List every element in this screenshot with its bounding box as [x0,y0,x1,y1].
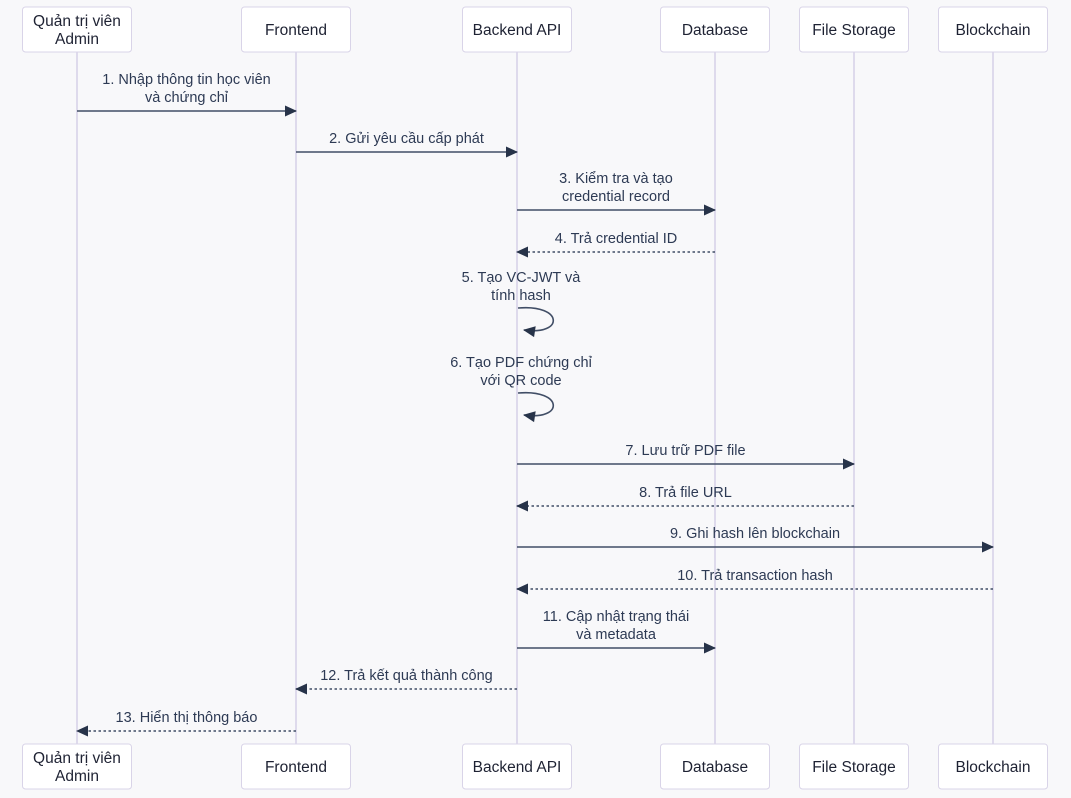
actor-label: Frontend [265,22,327,39]
message-12: 12. Trả kết quả thành công [295,668,517,695]
actor-blockchain-top: Blockchain [938,6,1048,53]
actor-label: File Storage [812,22,896,39]
message-2: 2. Gửi yêu cầu cấp phát [296,131,518,158]
actor-blockchain-bottom: Blockchain [938,743,1048,790]
message-8: 8. Trả file URL [516,485,854,512]
actor-box [938,743,1048,790]
message-3: 3. Kiểm tra và tạo credential record [517,171,716,216]
message-label: 13. Hiển thị thông báo [116,710,258,726]
self-loop-arrow [517,306,554,338]
message-label: 6. Tạo PDF chứng chỉ [450,355,592,371]
actor-database-top: Database [660,6,770,53]
actor-storage-bottom: File Storage [799,743,909,790]
message-label: 7. Lưu trữ PDF file [625,443,745,459]
message-1: 1. Nhập thông tin học viên và chứng chỉ [77,72,297,117]
message-11: 11. Cập nhật trạng thái và metadata [517,609,716,654]
message-7: 7. Lưu trữ PDF file [517,443,855,470]
message-label: 10. Trả transaction hash [677,568,833,584]
actor-box [660,743,770,790]
actor-box [462,6,572,53]
actor-box [799,743,909,790]
actor-box [938,6,1048,53]
actor-frontend-bottom: Frontend [241,743,351,790]
actor-label: Quản trị viên [33,750,121,767]
message-label: 4. Trả credential ID [555,231,678,247]
message-label: với QR code [480,373,561,389]
actor-storage-top: File Storage [799,6,909,53]
actor-frontend-top: Frontend [241,6,351,53]
message-4: 4. Trả credential ID [516,231,715,258]
message-label: credential record [562,189,670,205]
message-6: 6. Tạo PDF chứng chỉ với QR code [450,355,593,423]
actor-label: Database [682,22,748,39]
self-loop-arrow [517,391,554,423]
actor-box [799,6,909,53]
actor-backend-top: Backend API [462,6,572,53]
actor-label: Database [682,759,748,776]
message-10: 10. Trả transaction hash [516,568,993,595]
actor-box [660,6,770,53]
actor-box [241,743,351,790]
message-label: 8. Trả file URL [639,485,732,501]
message-label: 3. Kiểm tra và tạo [559,171,673,187]
actor-label: Frontend [265,759,327,776]
actor-box [462,743,572,790]
actor-label: Blockchain [956,759,1031,776]
actor-label: Backend API [473,759,562,776]
actor-label: File Storage [812,759,896,776]
message-9: 9. Ghi hash lên blockchain [517,526,994,553]
actor-label: Blockchain [956,22,1031,39]
message-label: 9. Ghi hash lên blockchain [670,526,840,542]
actor-box [22,743,132,790]
message-label: và chứng chỉ [145,90,229,106]
actor-backend-bottom: Backend API [462,743,572,790]
message-label: 11. Cập nhật trạng thái [543,609,689,625]
message-label: 1. Nhập thông tin học viên [102,72,270,88]
message-label: tính hash [491,288,551,304]
message-label: 5. Tạo VC-JWT và [462,270,582,286]
message-label: và metadata [576,627,657,643]
actor-label: Backend API [473,22,562,39]
message-label: 2. Gửi yêu cầu cấp phát [329,131,484,147]
actor-label: Quản trị viên [33,13,121,30]
actor-box [241,6,351,53]
actor-box [22,6,132,53]
message-label: 12. Trả kết quả thành công [320,668,493,684]
message-13: 13. Hiển thị thông báo [76,710,296,737]
message-5: 5. Tạo VC-JWT và tính hash [462,270,582,338]
actor-label: Admin [55,31,99,48]
actor-database-bottom: Database [660,743,770,790]
actor-label: Admin [55,768,99,785]
